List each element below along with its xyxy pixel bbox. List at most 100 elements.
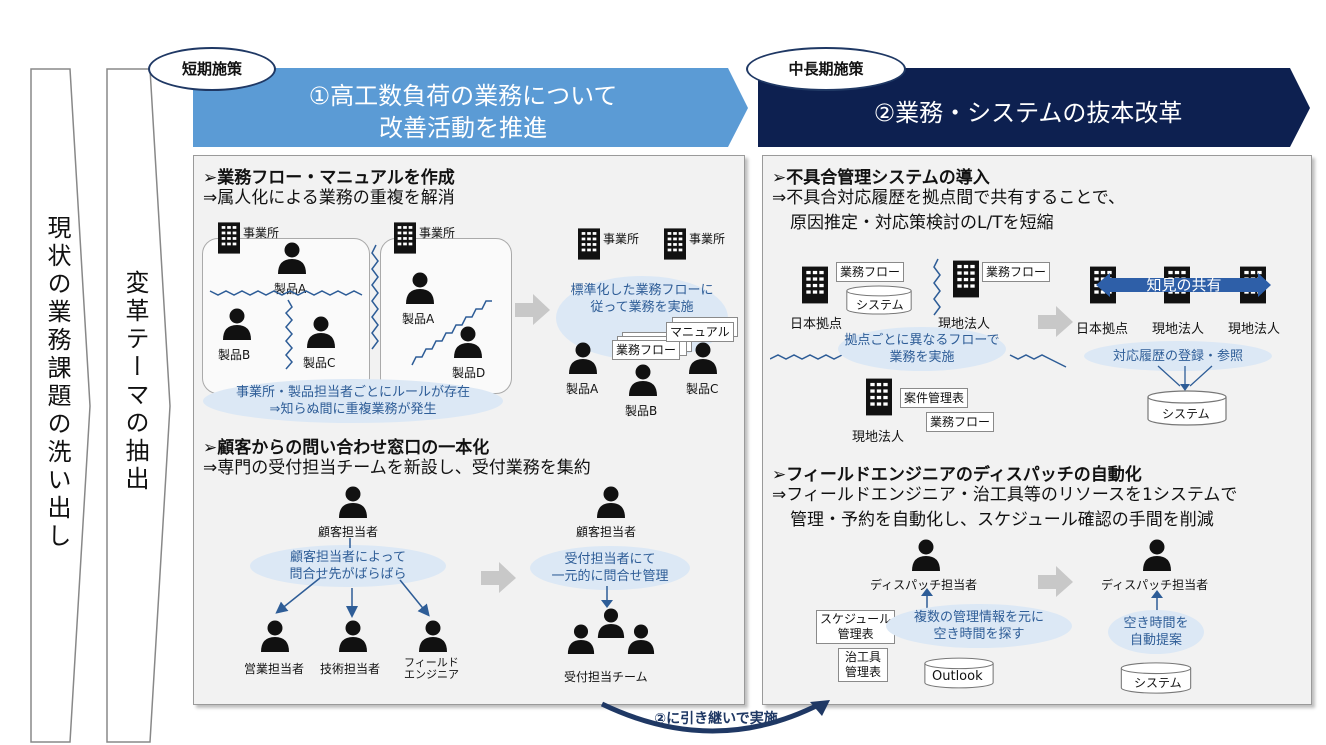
m2-outlook: Outlook [932,669,983,684]
s1-productA2: 製品A [402,312,435,326]
s1-doc-flow: 業務フロー [612,340,681,360]
s2-team: 受付担当チーム [564,670,648,684]
gray-arrow-icon [515,294,550,325]
person-icon [911,539,941,571]
building-icon [664,228,686,260]
person-icon [338,620,368,652]
knowledge-share-arrow [1096,273,1271,297]
person-icon [596,486,626,518]
m2-schedule-doc: スケジュール 管理表 [816,610,896,644]
s2-subtitle: ⇒専門の受付担当チームを新設し、受付業務を集約 [203,458,591,478]
m2-solution-line1: 空き時間を [1123,616,1189,631]
current-issues-chevron [30,68,91,743]
m2-schedule-line2: 管理表 [837,627,874,641]
gray-arrow-icon [1038,566,1073,597]
theme-extraction-label: 変革テーマの抽出 [121,270,149,494]
m1-doc-flow2: 業務フロー [982,262,1051,282]
theme-extraction-chevron [106,68,171,743]
s1-productA: 製品A [274,282,307,296]
m2-dispatcher: ディスパッチ担当者 [870,578,978,592]
m1-doc-flow3: 業務フロー [926,412,995,432]
s2-solution-line2: 一元的に問合せ管理 [551,569,669,584]
s2-problem-ellipse [250,545,446,587]
short-term-header-arrow [193,68,748,147]
m1-problem-ellipse [838,327,1006,371]
s2-solution-line1: 受付担当者にて [564,552,656,567]
person-icon [568,342,598,374]
person-icon [260,620,290,652]
s1-productD: 製品D [452,366,486,380]
s1-office4: 事業所 [689,232,726,246]
s1-office3: 事業所 [603,232,640,246]
short-term-tag: 短期施策 [148,47,276,91]
person-icon [628,364,658,396]
m2-system: システム [1134,676,1182,690]
m1-r-local2: 現地法人 [1228,322,1281,337]
s2-title: ➢顧客からの問い合わせ窓口の一本化 [203,438,490,458]
s2-customer-rep: 顧客担当者 [318,525,379,539]
gray-arrow-icon [1038,306,1073,337]
s1-subtitle: ⇒属人化による業務の重複を解消 [203,188,455,208]
m2-tool-doc: 治工具 管理表 [838,648,889,682]
s1-r-productC: 製品C [686,382,719,396]
s1-solution-line1: 標準化した業務フローに [570,283,714,298]
m1-japan-base: 日本拠点 [790,317,843,332]
s1-office-box-right [380,238,512,394]
m2-up-arrow2 [1151,590,1163,612]
m2-schedule-line1: スケジュール [820,612,892,626]
m2-tool-line2: 管理表 [845,665,882,679]
m2-tool-line1: 治工具 [845,650,882,664]
m1-r-japan: 日本拠点 [1076,322,1129,337]
s1-title: ➢業務フロー・マニュアルを作成 [203,168,455,188]
m2-dispatcher2: ディスパッチ担当者 [1101,578,1209,592]
m1-r-local1: 現地法人 [1152,322,1205,337]
m1-problem-line2: 業務を実施 [889,350,955,365]
building-icon [866,374,892,420]
s2-field-line1: フィールド [404,656,459,669]
mid-term-tag: 中長期施策 [746,47,906,91]
s1-problem-ellipse [203,379,503,423]
m1-title: ➢不具合管理システムの導入 [772,168,990,188]
m1-subtitle2: 原因推定・対応策検討のL/Tを短縮 [790,213,1054,233]
s2-customer-rep2: 顧客担当者 [576,525,637,539]
s2-tech: 技術担当者 [320,662,381,676]
mid-term-header-arrow [758,68,1310,147]
short-term-header-line1: ①高工数負荷の業務について [308,82,618,110]
m2-subtitle1: ⇒フィールドエンジニア・治工具等のリソースを1システムで [772,485,1238,505]
s2-solution-ellipse [530,546,690,590]
person-icon [1142,539,1172,571]
person-icon [688,342,718,374]
s1-r-productA: 製品A [566,382,599,396]
gray-arrow-icon [481,562,516,593]
m1-local2: 現地法人 [852,430,905,445]
m2-solution-ellipse [1108,610,1204,654]
m1-doc-system: システム [856,298,904,312]
handover-curve-arrow [600,700,830,734]
s1-problem-line2: ⇒知らぬ間に重複業務が発生 [269,402,437,417]
m2-subtitle2: 管理・予約を自動化し、スケジュール確認の手間を削減 [790,510,1214,530]
s2-sales: 営業担当者 [244,662,305,676]
m1-converge-arrows [1157,365,1213,391]
zigzag-divider [209,244,492,370]
m1-doc-case: 案件管理表 [900,388,969,408]
s1-r-productB: 製品B [625,404,658,418]
s1-doc-manual: マニュアル [666,322,734,342]
s1-office2: 事業所 [419,226,456,240]
person-icon [338,486,368,518]
m1-knowledge-share: 知見の共有 [1146,276,1222,294]
m1-solution-ellipse [1084,341,1272,371]
person-icon [418,620,448,652]
s2-problem-line1: 顧客担当者によって [290,550,406,565]
short-term-header-line2: 改善活動を推進 [379,114,547,142]
m1-doc-flow1: 業務フロー [836,262,905,282]
m1-system: システム [1162,407,1210,421]
m2-problem-line1: 複数の管理情報を元に [913,610,1044,625]
m2-problem-ellipse [886,604,1072,648]
current-issues-label: 現状の業務課題の洗い出し [43,215,71,551]
m2-title: ➢フィールドエンジニアのディスパッチの自動化 [772,465,1142,485]
s1-office1: 事業所 [243,226,280,240]
m2-solution-line2: 自動提案 [1129,633,1182,648]
zigzag-divider [770,258,1067,368]
s1-productC: 製品C [303,356,336,370]
s2-field-line2: エンジニア [404,668,459,681]
